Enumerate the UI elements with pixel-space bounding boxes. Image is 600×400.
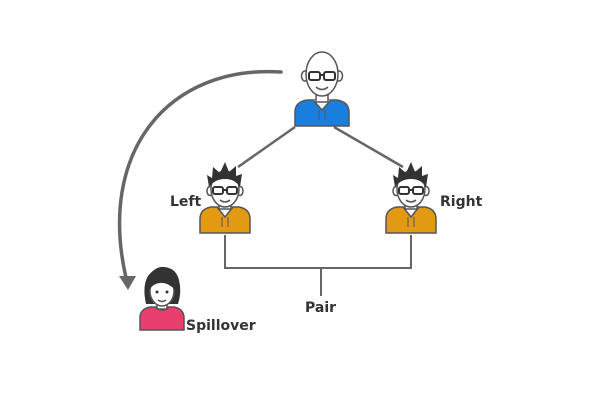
spillover-person-icon [139, 266, 185, 331]
right-label: Right [440, 194, 483, 210]
spillover-arrow [117, 69, 283, 290]
right-person-icon [385, 162, 437, 234]
pair-label: Pair [305, 300, 337, 316]
left-label: Left [170, 194, 202, 210]
spillover-label: Spillover [186, 318, 256, 334]
left-person-icon [199, 162, 251, 234]
connector-top-left [237, 125, 296, 169]
top-person-icon [294, 51, 350, 127]
connector-top-right [333, 125, 404, 169]
pair-bracket [224, 235, 412, 269]
